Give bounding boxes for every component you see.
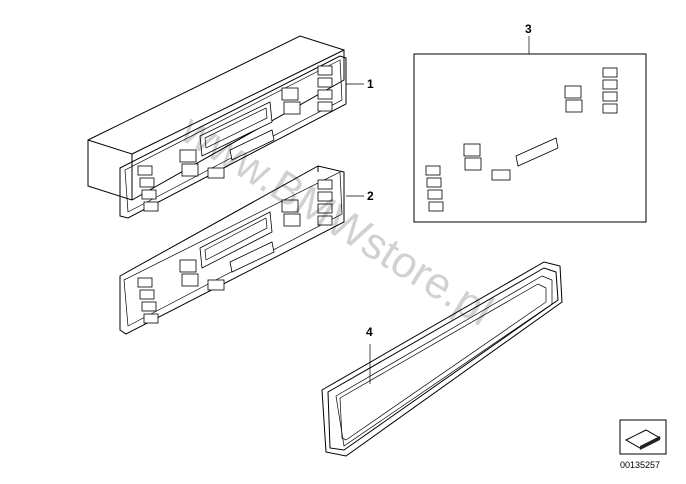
control-panel-part-2: [119, 165, 364, 335]
climate-control-unit-part-1: [87, 35, 364, 219]
callout-2: 2: [367, 189, 374, 203]
button-set-part-3: [413, 36, 647, 223]
callout-4: 4: [366, 325, 373, 339]
callout-3: 3: [525, 22, 532, 36]
diagram-number: 00135257: [620, 460, 660, 470]
diagram-index-icon: [619, 419, 667, 455]
trim-frame-part-4: [321, 261, 563, 457]
callout-1: 1: [367, 77, 374, 91]
